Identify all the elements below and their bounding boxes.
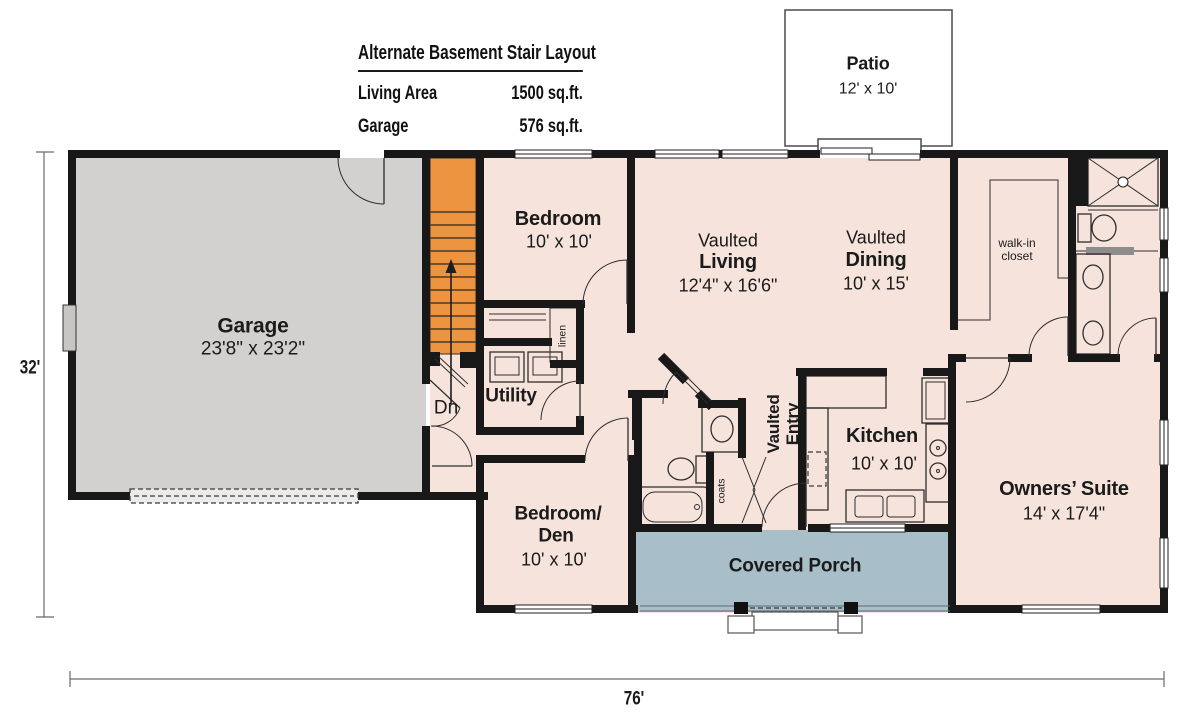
kitchen-sink <box>886 495 916 518</box>
door-hall-corridor <box>431 425 473 467</box>
garage-dims: 23'8" x 23'2" <box>200 338 306 360</box>
garage-window <box>62 304 77 352</box>
porch-step <box>727 615 755 634</box>
porch-post <box>734 602 748 614</box>
stairs-down-label: Dn <box>433 397 459 419</box>
entry-prefix: Vaulted <box>764 394 783 454</box>
entry-name: Entry <box>783 402 802 446</box>
door-bath-angled <box>662 368 712 405</box>
sink <box>1082 320 1104 346</box>
dishwasher <box>807 451 827 487</box>
dining-prefix: Vaulted <box>846 227 906 248</box>
toilet-bowl <box>1091 214 1117 242</box>
door-walkin-closet <box>1028 316 1069 357</box>
sink <box>710 415 734 443</box>
owners-suite-label: Owners’ Suite <box>999 478 1129 501</box>
garage-floor <box>72 154 426 496</box>
living-label: Living <box>699 251 757 274</box>
walls <box>68 150 1168 613</box>
coats-label: coats <box>715 478 728 504</box>
area-row-label: Living Area <box>358 83 438 104</box>
living-prefix: Vaulted <box>698 230 758 251</box>
door-bedroom <box>582 259 628 305</box>
stairs-arrow <box>445 259 457 404</box>
area-row-value: 576 sq.ft. <box>519 116 583 137</box>
walkin-line1: walk-in <box>998 236 1036 250</box>
window <box>1159 537 1169 589</box>
window <box>721 149 789 159</box>
bifold-doors <box>741 456 767 524</box>
window <box>1021 604 1101 614</box>
walkin-closet-label: walk-in closet <box>998 237 1035 263</box>
burner <box>929 439 947 457</box>
door-garage-service <box>337 157 385 205</box>
kitchen-sink <box>854 495 884 518</box>
dimension-lines <box>36 151 1165 687</box>
porch-step <box>837 615 863 634</box>
porch-step <box>751 611 839 631</box>
bedroom-dims: 10' x 10' <box>526 231 592 252</box>
window <box>514 604 593 614</box>
exterior-notch <box>50 500 476 632</box>
porch-details <box>640 602 950 634</box>
window <box>829 523 906 533</box>
floor-fills <box>50 154 1164 632</box>
sink <box>1082 264 1104 290</box>
living-dims: 12'4" x 16'6" <box>678 275 778 296</box>
title-block: Alternate Basement Stair Layout Living A… <box>358 42 596 138</box>
pocket-door <box>1086 247 1134 255</box>
toilet-tank <box>1077 213 1092 243</box>
stairs <box>429 157 477 355</box>
dining-label: Dining <box>845 249 907 272</box>
walkin-line2: closet <box>1001 249 1033 263</box>
doors <box>337 157 1157 528</box>
bedroom-den-line2: Den <box>538 525 574 547</box>
windows <box>62 147 1169 614</box>
kitchen-sink-counter <box>845 489 925 523</box>
window <box>1159 207 1169 241</box>
window <box>1159 257 1169 293</box>
dining-dims: 10' x 15' <box>843 273 909 294</box>
window <box>514 149 593 159</box>
bedroom-den-dims: 10' x 10' <box>521 549 587 570</box>
utility-label: Utility <box>485 385 537 407</box>
width-dimension: 76' <box>623 688 645 710</box>
kitchen-label: Kitchen <box>846 425 918 448</box>
depth-dimension: 32' <box>19 357 41 379</box>
door-front-entry <box>761 482 807 528</box>
covered-porch-label: Covered Porch <box>728 555 862 577</box>
garage-label: Garage <box>217 314 289 338</box>
bedroom-den-line1: Bedroom/ <box>514 503 602 525</box>
bedroom-label: Bedroom <box>514 208 602 231</box>
burner <box>929 462 947 480</box>
sliding-door <box>820 147 921 161</box>
door-utility <box>540 380 581 421</box>
patio-dims: 12' x 10' <box>838 80 898 98</box>
linen-label: linen <box>556 324 569 348</box>
stair-treads <box>430 211 476 343</box>
kitchen-dims: 10' x 10' <box>851 453 917 474</box>
window <box>654 149 720 159</box>
closet-shelf <box>489 313 546 321</box>
door-master-bath <box>1117 317 1157 357</box>
garage-door <box>129 488 359 504</box>
toilet-bowl <box>667 457 695 481</box>
area-row-label: Garage <box>358 116 409 137</box>
door-bedroom-den <box>584 417 629 462</box>
area-row: Garage 576 sq.ft. <box>358 116 583 138</box>
owners-suite-dims: 14' x 17'4" <box>1022 503 1106 524</box>
area-row: Living Area 1500 sq.ft. <box>358 83 583 105</box>
walkin-shelves <box>958 179 1072 321</box>
patio-label: Patio <box>846 53 890 74</box>
area-row-value: 1500 sq.ft. <box>511 83 583 104</box>
porch-post <box>844 602 858 614</box>
plan-title: Alternate Basement Stair Layout <box>358 42 596 72</box>
door-owners-suite <box>965 357 1011 403</box>
porch-floor <box>636 530 950 612</box>
door-stair-landing <box>434 355 469 388</box>
entry-label: Vaulted Entry <box>764 394 802 453</box>
window <box>1159 419 1169 466</box>
patio-outline <box>784 9 953 155</box>
